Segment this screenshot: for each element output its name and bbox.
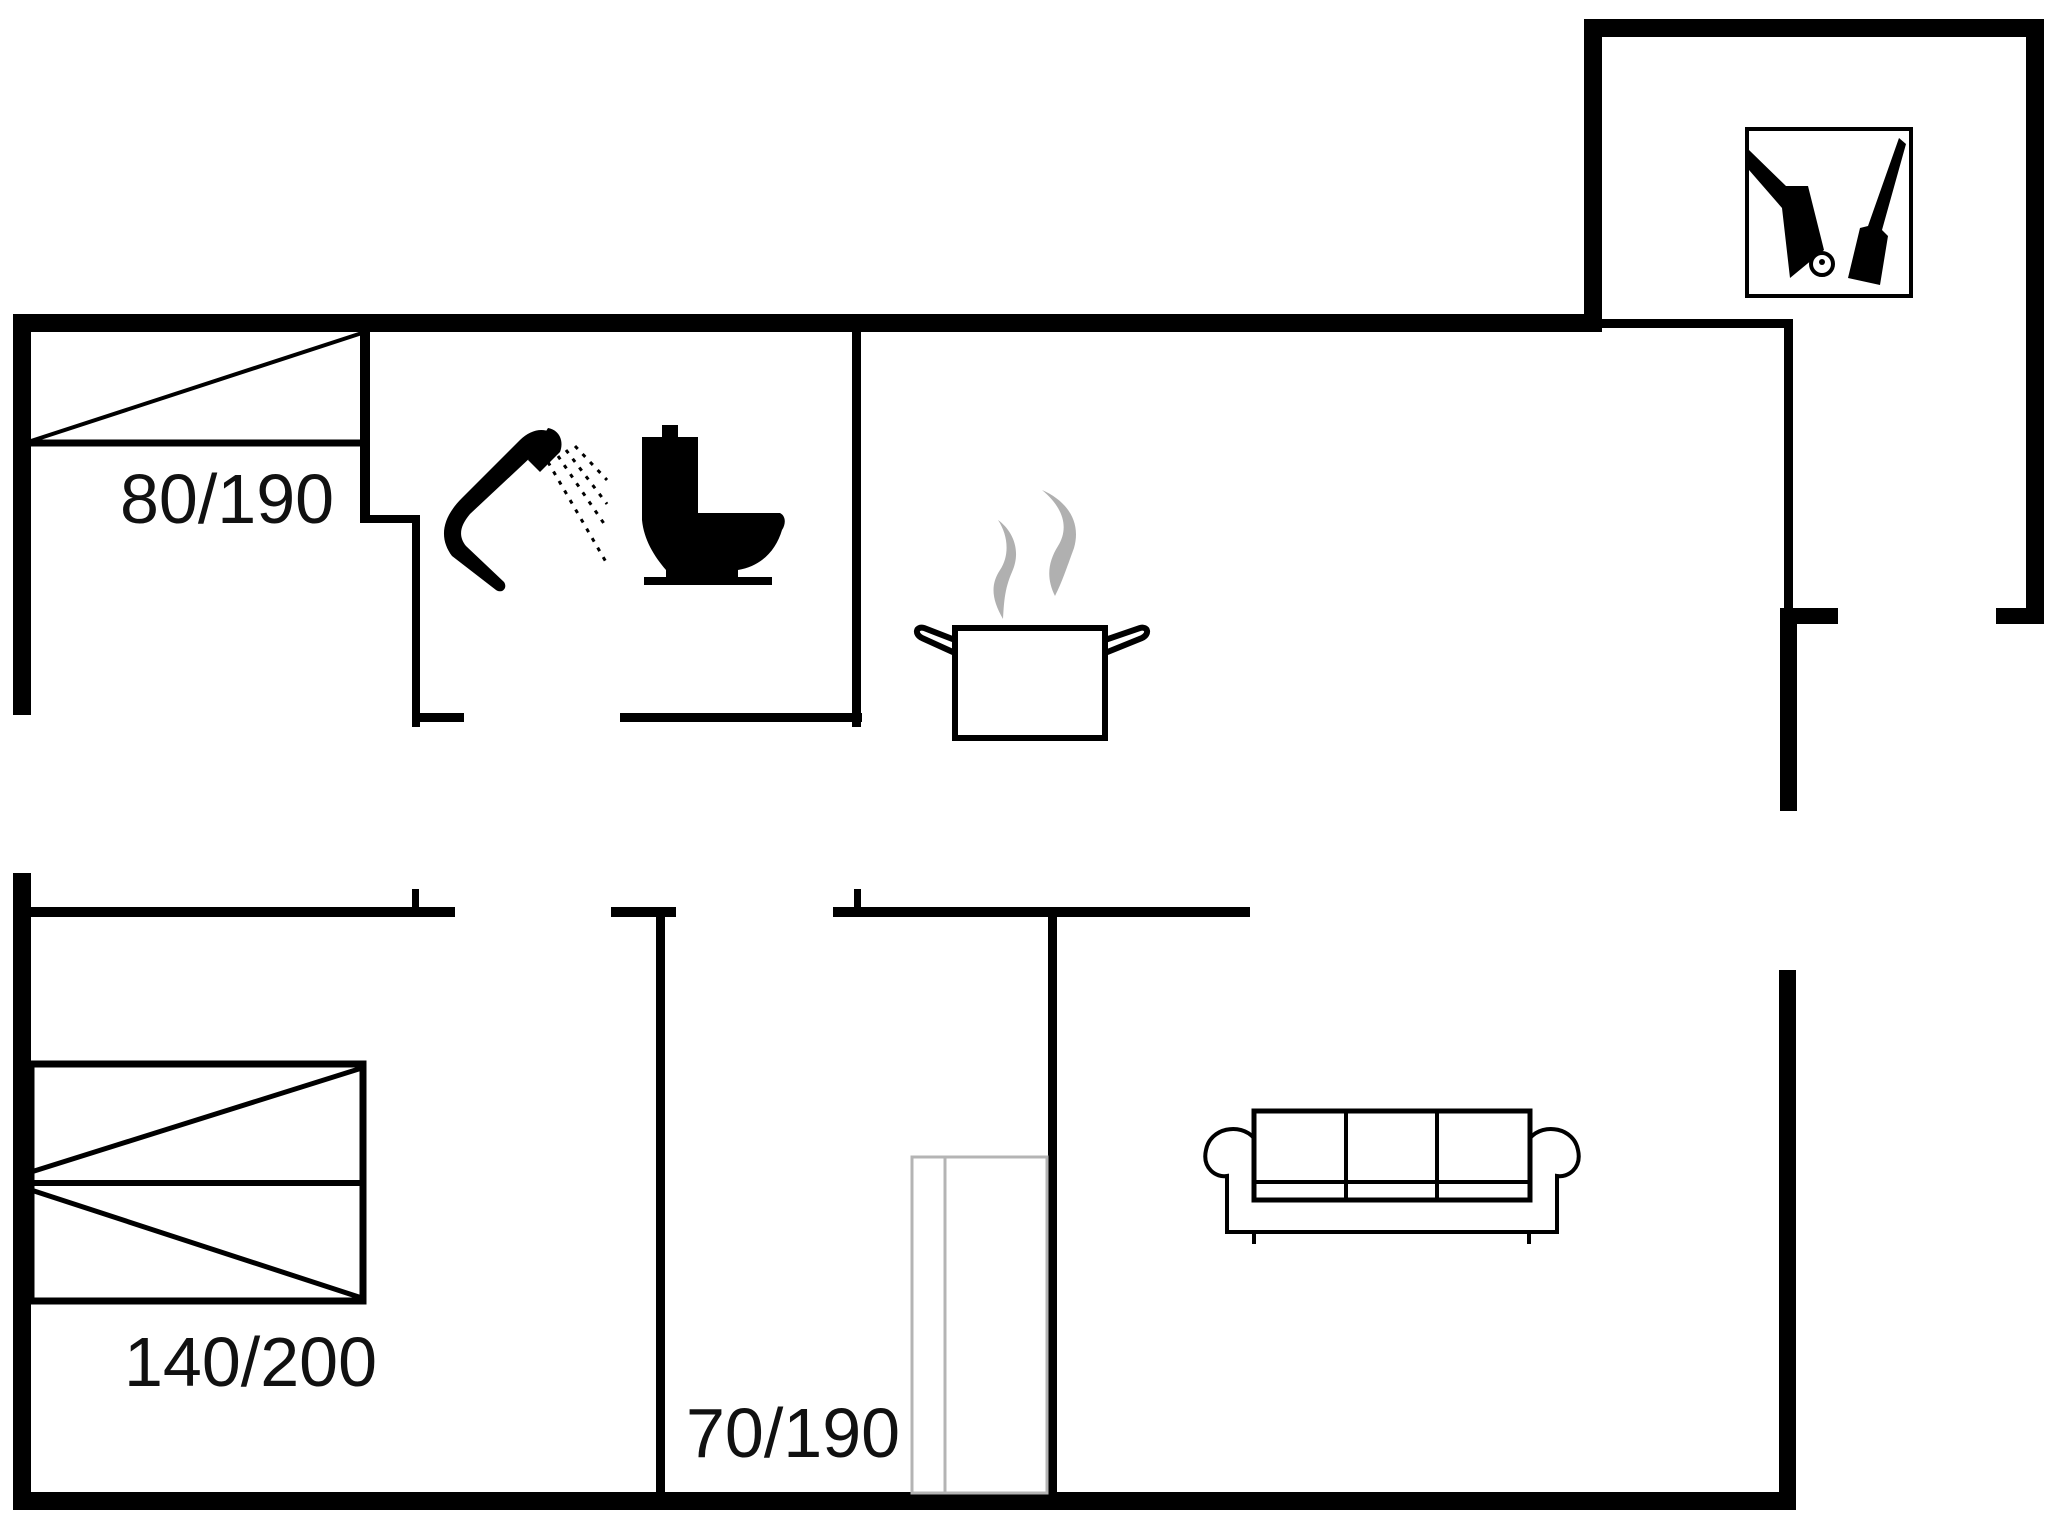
shower-icon bbox=[443, 428, 609, 592]
sofa-icon bbox=[1203, 1108, 1581, 1244]
outer-walls bbox=[13, 19, 2044, 1510]
cleaning-tools-icon bbox=[1745, 127, 1913, 298]
bed-size-label-double: 140/200 bbox=[124, 1323, 378, 1401]
cooking-pot-icon bbox=[914, 490, 1150, 741]
bed-size-label-small: 70/190 bbox=[686, 1394, 901, 1472]
toilet-icon bbox=[642, 425, 785, 585]
inner-walls bbox=[29, 319, 1793, 1497]
wardrobe-icon bbox=[910, 1155, 1049, 1495]
bed-size-label-single: 80/190 bbox=[120, 460, 335, 538]
double-bed-icon bbox=[27, 1060, 367, 1305]
single-bed-icon bbox=[30, 331, 365, 447]
